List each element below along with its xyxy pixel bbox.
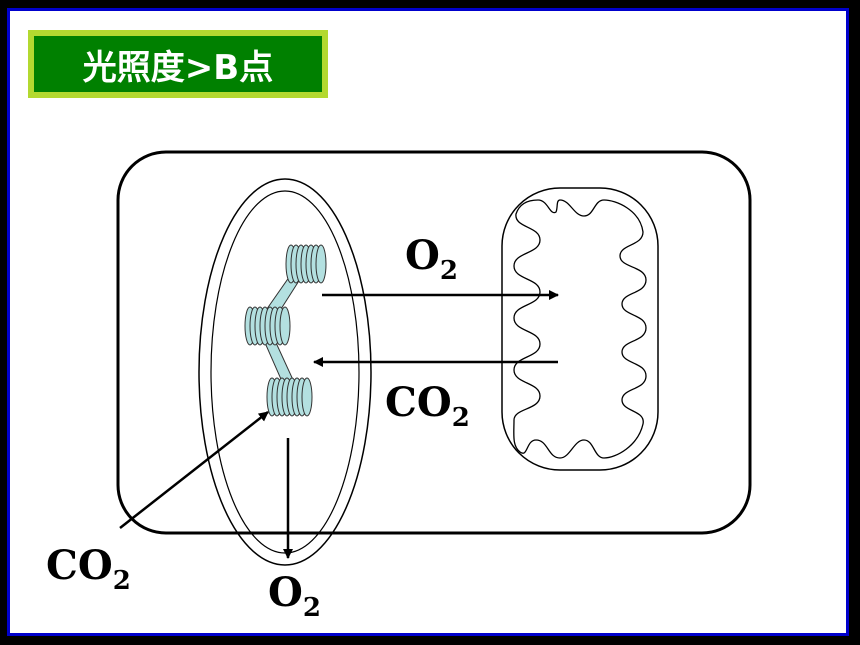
- label-o2-out: O2: [268, 569, 321, 623]
- granum-middle: [244, 306, 291, 346]
- title-text: 光照度>B点: [34, 36, 322, 92]
- label-co2-in: CO2: [46, 542, 131, 596]
- cell-outline: [116, 150, 752, 535]
- title-box: 光照度>B点: [28, 30, 328, 98]
- granum-top: [285, 244, 327, 284]
- label-o2-top: O2: [405, 232, 458, 286]
- mitochondrion: [501, 187, 659, 471]
- granum-bottom: [266, 377, 313, 417]
- label-co2-middle: CO2: [385, 379, 470, 433]
- arrow-co2-from-outside: [119, 411, 269, 529]
